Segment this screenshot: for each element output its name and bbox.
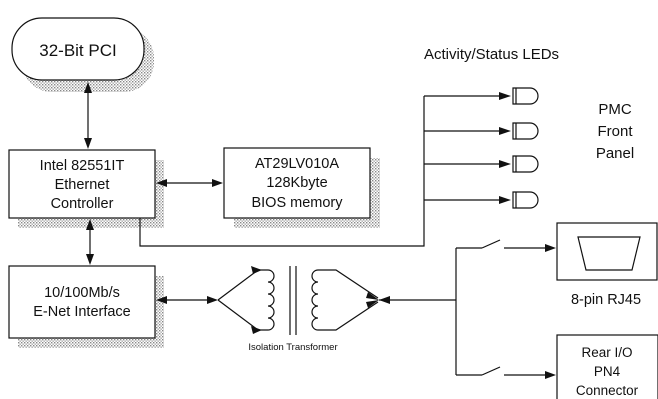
rj45-label: 8-pin RJ45 — [571, 292, 641, 308]
controller-block: Intel 82551IT Ethernet Controller — [8, 149, 156, 219]
leds-label: Activity/Status LEDs — [424, 46, 559, 63]
rear-io-line-1: Rear I/O — [581, 345, 632, 360]
enet-line-2: E-Net Interface — [33, 304, 131, 320]
controller-enet-link — [86, 219, 94, 265]
pci-label: 32-Bit PCI — [39, 41, 116, 60]
led-4 — [512, 191, 539, 209]
led-bus — [139, 92, 511, 247]
isolation-transformer: Isolation Transformer — [217, 266, 379, 353]
enet-transformer-link — [156, 296, 218, 304]
transformer-label: Isolation Transformer — [248, 342, 337, 353]
pci-controller-link — [84, 82, 92, 149]
enet-line-1: 10/100Mb/s — [44, 285, 120, 301]
db-connector-icon — [577, 236, 641, 271]
enet-block: 10/100Mb/s E-Net Interface — [8, 265, 156, 339]
panel-line-1: PMC — [598, 101, 632, 118]
bios-block: AT29LV010A 128Kbyte BIOS memory — [223, 147, 371, 219]
panel-line-2: Front — [597, 123, 633, 140]
connector-switching — [379, 239, 556, 379]
controller-line-1: Intel 82551IT — [40, 158, 125, 174]
controller-line-3: Controller — [51, 196, 114, 212]
led-3 — [512, 155, 539, 173]
rj45-connector: 8-pin RJ45 — [556, 222, 658, 308]
rear-io-connector: Rear I/O PN4 Connector — [556, 334, 658, 399]
led-1 — [512, 87, 539, 105]
panel-line-3: Panel — [596, 145, 634, 162]
led-2 — [512, 122, 539, 140]
bios-line-1: AT29LV010A — [255, 156, 339, 172]
rear-io-line-2: PN4 — [594, 364, 621, 379]
controller-line-2: Ethernet — [55, 177, 110, 193]
controller-bios-link — [156, 179, 223, 187]
pci-block: 32-Bit PCI — [11, 17, 145, 81]
rear-io-line-3: Connector — [576, 383, 639, 398]
bios-line-3: BIOS memory — [251, 195, 343, 211]
bios-line-2: 128Kbyte — [266, 175, 327, 191]
